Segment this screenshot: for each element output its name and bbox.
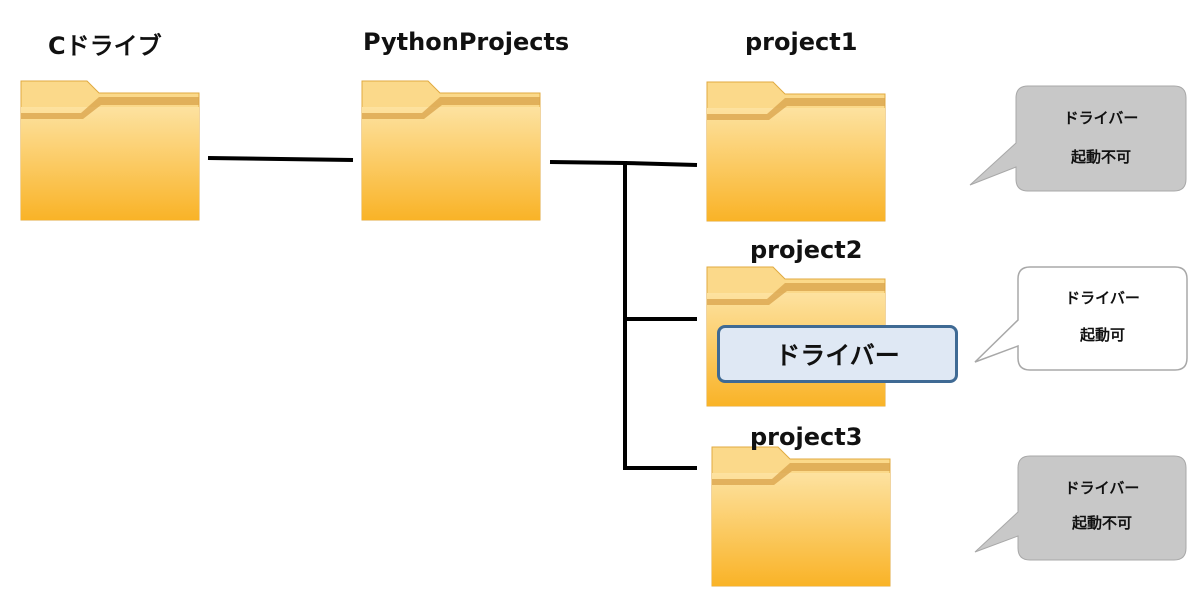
tree-connectors bbox=[207, 156, 698, 470]
connector-branch-project1 bbox=[624, 161, 698, 167]
folder-label-python-projects: PythonProjects bbox=[363, 28, 570, 56]
folder-label-project1: project1 bbox=[745, 28, 858, 56]
folder-icon[interactable] bbox=[360, 79, 542, 221]
connector-python-trunk bbox=[549, 160, 626, 165]
folder-label-project2: project2 bbox=[750, 236, 863, 264]
callout-bubble-project2 bbox=[974, 266, 1188, 371]
callout-project2-line2: 起動可 bbox=[1079, 326, 1125, 344]
callout-project1-line1: ドライバー bbox=[1063, 109, 1139, 127]
folder-label-c-drive: Cドライブ bbox=[48, 32, 162, 60]
callout-project2-line1: ドライバー bbox=[1065, 289, 1140, 307]
connector-cdrive-python bbox=[207, 156, 354, 162]
folder-icon[interactable] bbox=[19, 79, 201, 221]
callout-project1-line2: 起動不可 bbox=[1070, 148, 1131, 166]
callout-project3-line2: 起動不可 bbox=[1071, 514, 1132, 532]
driver-badge-label: ドライバー bbox=[775, 341, 900, 370]
callout-project3-line1: ドライバー bbox=[1064, 479, 1140, 497]
folder-label-project3: project3 bbox=[750, 423, 863, 451]
folder-icon[interactable] bbox=[705, 80, 887, 222]
driver-badge: ドライバー bbox=[717, 325, 958, 383]
folder-icon[interactable] bbox=[710, 445, 892, 587]
callout-bubble-project1 bbox=[969, 85, 1187, 192]
callout-bubble-project3 bbox=[974, 455, 1187, 561]
